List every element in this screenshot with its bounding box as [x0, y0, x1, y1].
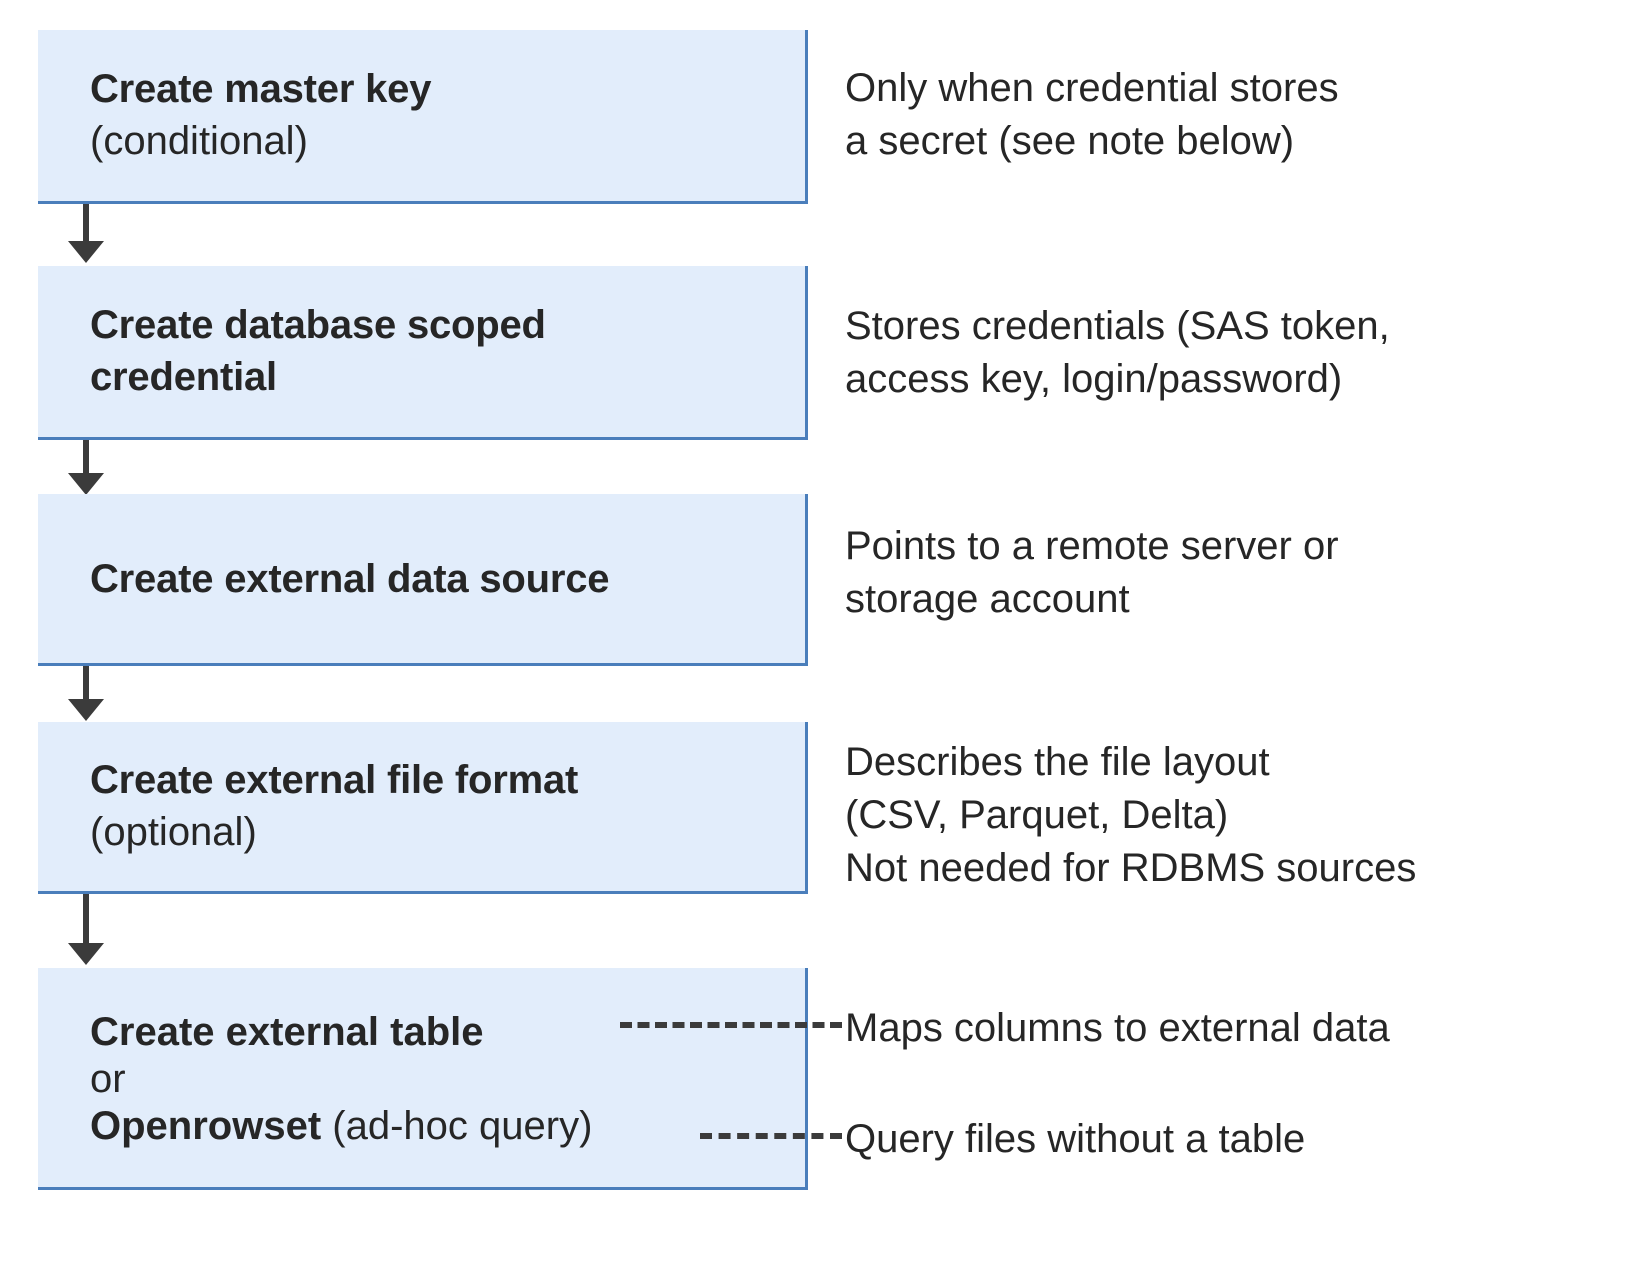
final-option-b-label: Openrowset: [90, 1104, 322, 1148]
step-box-database-scoped-credential: Create database scoped credential: [38, 266, 808, 440]
final-description-query-files: Query files without a table: [845, 1117, 1306, 1161]
arrow-data-source-to-file-format: [83, 666, 89, 704]
final-option-a-label: Create external table: [90, 1010, 484, 1054]
step-title-external-file-format: Create external file format: [90, 758, 579, 803]
step-description-master-key: Only when credential stores a secret (se…: [845, 66, 1339, 164]
final-step-options: Create external table or Openrowset (ad-…: [90, 1006, 805, 1149]
dashed-leader-external-table: [620, 1022, 842, 1028]
final-description-maps-columns: Maps columns to external data: [845, 1006, 1390, 1050]
step-description-external-data-source: Points to a remote server or storage acc…: [845, 524, 1339, 622]
dashed-leader-openrowset: [700, 1133, 842, 1139]
step-description-external-file-format: Describes the file layout (CSV, Parquet,…: [845, 740, 1417, 891]
final-option-create-external-table: Create external table: [90, 1010, 805, 1055]
step-title-database-scoped-credential: Create database scoped credential: [90, 303, 546, 399]
step-box-external-file-format: Create external file format (optional): [38, 722, 808, 894]
step-title-master-key: Create master key: [90, 67, 432, 112]
final-option-separator: or: [90, 1057, 805, 1102]
step-description-database-scoped-credential: Stores credentials (SAS token, access ke…: [845, 304, 1390, 402]
final-option-b-qualifier: (ad-hoc query): [321, 1104, 593, 1148]
arrow-scoped-credential-to-data-source: [83, 440, 89, 478]
step-box-master-key: Create master key (conditional): [38, 30, 808, 204]
final-separator-label: or: [90, 1057, 126, 1101]
final-option-openrowset: Openrowset (ad-hoc query): [90, 1104, 805, 1149]
step-subtitle-master-key: (conditional): [90, 118, 308, 163]
step-title-external-data-source: Create external data source: [90, 556, 610, 601]
step-subtitle-external-file-format: (optional): [90, 809, 257, 854]
step-box-external-data-source: Create external data source: [38, 494, 808, 666]
arrow-file-format-to-external-table: [83, 894, 89, 948]
step-box-external-table-or-openrowset: Create external table or Openrowset (ad-…: [38, 968, 808, 1190]
arrow-master-key-to-scoped-credential: [83, 204, 89, 246]
